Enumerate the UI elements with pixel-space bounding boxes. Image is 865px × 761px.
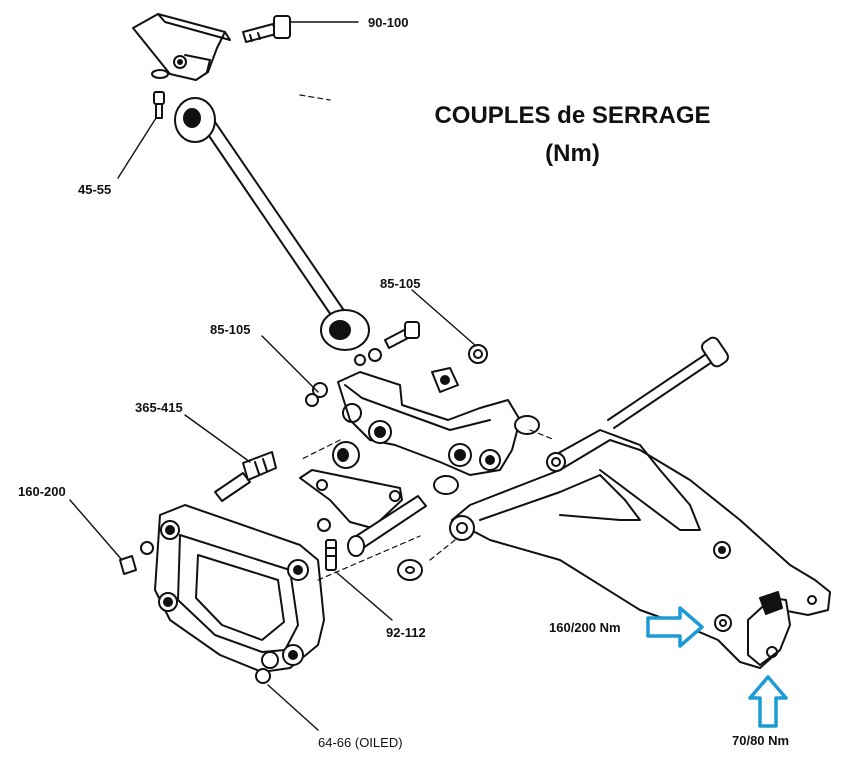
right-pointing-arrow-icon: [646, 606, 704, 648]
label-64-66-oiled: 64-66 (OILED): [318, 735, 403, 750]
leader-lines: [69, 21, 477, 731]
subframe-plate: [119, 504, 325, 684]
center-bolt: [354, 321, 488, 366]
label-160-200-nm: 160/200 Nm: [549, 620, 621, 635]
label-92-112: 92-112: [386, 625, 426, 640]
middle-plate-bracket: [299, 469, 427, 581]
label-45-55: 45-55: [78, 182, 112, 197]
label-160-200: 160-200: [18, 484, 66, 499]
label-70-80-nm: 70/80 Nm: [732, 733, 790, 748]
label-85-105-right: 85-105: [380, 276, 421, 291]
threaded-stud: [214, 451, 277, 502]
top-bolt: [242, 15, 291, 43]
label-85-105-left: 85-105: [210, 322, 251, 337]
link-rod: [174, 97, 370, 351]
long-pivot-bolt: [607, 336, 729, 429]
small-link-bolt: [153, 91, 165, 119]
title-line-1: COUPLES de SERRAGE: [434, 102, 711, 129]
up-pointing-arrow-icon: [748, 675, 788, 728]
title-line-2: (Nm): [545, 140, 600, 167]
trailing-arm: [449, 429, 831, 669]
top-mount-bracket: [132, 13, 231, 81]
label-365-415: 365-415: [135, 400, 183, 415]
assembly-dashed-lines: [299, 94, 556, 581]
label-90-100: 90-100: [368, 15, 409, 30]
crossmember-bracket: [305, 367, 540, 495]
